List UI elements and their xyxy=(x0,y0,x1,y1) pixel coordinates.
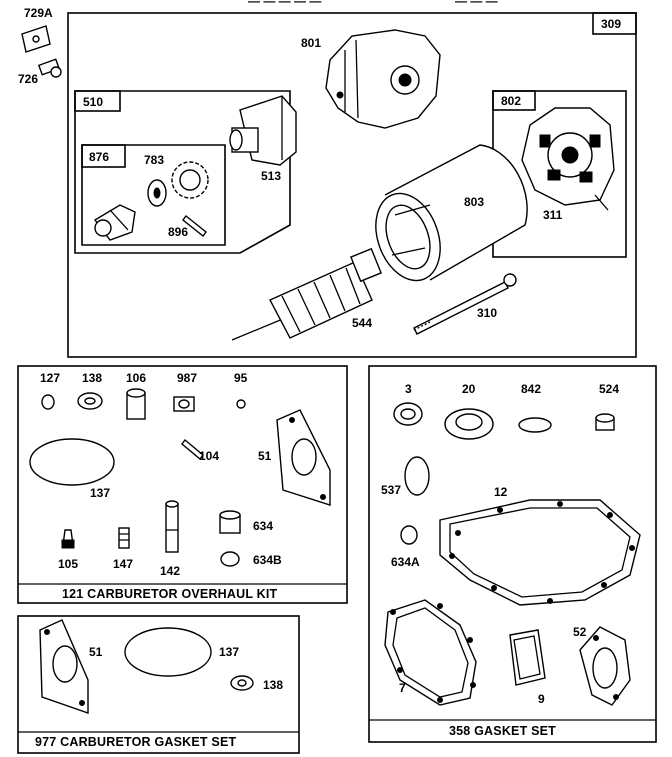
screw-95 xyxy=(236,399,246,409)
carburetor-overhaul-kit-box xyxy=(17,365,348,604)
callout-51-set: 51 xyxy=(89,645,103,659)
callout-127: 127 xyxy=(40,371,60,385)
callout-802: 802 xyxy=(501,94,521,108)
kit-title-gasket-set: 358 GASKET SET xyxy=(449,724,556,738)
pin-104 xyxy=(181,438,204,461)
gasket-9 xyxy=(509,629,546,686)
screw-147 xyxy=(118,527,130,549)
label-box-802 xyxy=(492,90,536,111)
pinion-gear-783 xyxy=(171,161,209,199)
callout-104: 104 xyxy=(199,449,219,463)
seal-634 xyxy=(219,510,241,534)
callout-9: 9 xyxy=(538,692,545,706)
callout-20: 20 xyxy=(462,382,476,396)
washer xyxy=(147,179,167,207)
callout-544: 544 xyxy=(352,316,372,330)
drive-housing-513 xyxy=(229,95,297,166)
callout-783: 783 xyxy=(144,153,164,167)
gasket-set-box xyxy=(368,365,657,743)
header-fragment-left: — — — — — xyxy=(248,0,321,8)
seal-138 xyxy=(77,392,103,410)
callout-142: 142 xyxy=(160,564,180,578)
callout-726: 726 xyxy=(18,72,38,86)
gasket-51 xyxy=(276,409,331,506)
callout-896: 896 xyxy=(168,225,188,239)
seal-127 xyxy=(41,394,55,410)
thru-bolt-310 xyxy=(413,273,517,335)
tube-142 xyxy=(165,500,179,553)
bushing-106 xyxy=(126,388,146,420)
callout-729A: 729A xyxy=(24,6,53,20)
callout-310: 310 xyxy=(477,306,497,320)
callout-524: 524 xyxy=(599,382,619,396)
o-ring-137-set xyxy=(124,627,212,677)
callout-510: 510 xyxy=(83,95,103,109)
label-box-309 xyxy=(592,12,637,35)
seal-138-set xyxy=(230,675,254,691)
callout-95: 95 xyxy=(234,371,248,385)
callout-876: 876 xyxy=(89,150,109,164)
bracket-729A xyxy=(21,25,51,53)
carburetor-gasket-set-box xyxy=(17,615,300,754)
seal-987 xyxy=(173,396,195,412)
armature-544 xyxy=(231,247,382,341)
starter-assembly-box xyxy=(67,12,637,358)
seal-634B xyxy=(220,551,240,567)
callout-634: 634 xyxy=(253,519,273,533)
callout-105: 105 xyxy=(58,557,78,571)
callout-311: 311 xyxy=(543,208,563,222)
callout-147: 147 xyxy=(113,557,133,571)
seal-20 xyxy=(444,408,494,440)
callout-513: 513 xyxy=(261,169,281,183)
end-cap-801 xyxy=(325,29,441,129)
plug-524 xyxy=(595,413,615,431)
callout-7: 7 xyxy=(399,681,406,695)
header-fragment-right: — — — xyxy=(455,0,498,8)
callout-12: 12 xyxy=(494,485,508,499)
o-ring-137 xyxy=(29,438,115,486)
callout-138-kit: 138 xyxy=(82,371,102,385)
callout-51-kit: 51 xyxy=(258,449,272,463)
seal-634A xyxy=(400,525,418,545)
o-ring-537 xyxy=(404,456,430,496)
label-box-510 xyxy=(74,90,121,112)
callout-138-set: 138 xyxy=(263,678,283,692)
callout-842: 842 xyxy=(521,382,541,396)
gasket-51-set xyxy=(39,619,89,714)
callout-803: 803 xyxy=(464,195,484,209)
callout-137-kit: 137 xyxy=(90,486,110,500)
label-box-876 xyxy=(81,144,126,168)
o-ring-842 xyxy=(518,417,552,433)
callout-987: 987 xyxy=(177,371,197,385)
callout-537: 537 xyxy=(381,483,401,497)
pinion-kit-box xyxy=(81,144,226,246)
pin-896 xyxy=(182,215,207,237)
callout-634B: 634B xyxy=(253,553,282,567)
callout-137-set: 137 xyxy=(219,645,239,659)
callout-309: 309 xyxy=(601,17,621,31)
cover-gasket-7 xyxy=(384,599,477,706)
drive-clutch xyxy=(93,204,136,241)
callout-52: 52 xyxy=(573,625,587,639)
callout-3: 3 xyxy=(405,382,412,396)
needle-105 xyxy=(61,529,75,549)
seal-3 xyxy=(393,402,423,426)
kit-title-carburetor-overhaul: 121 CARBURETOR OVERHAUL KIT xyxy=(62,587,278,601)
screw-726 xyxy=(37,58,62,78)
callout-106: 106 xyxy=(126,371,146,385)
crankcase-gasket-12 xyxy=(439,499,641,606)
motor-housing-803 xyxy=(375,144,528,282)
gasket-52 xyxy=(579,626,631,706)
kit-title-carburetor-gasket: 977 CARBURETOR GASKET SET xyxy=(35,735,236,749)
brush-plate-802 xyxy=(521,107,615,211)
callout-801: 801 xyxy=(301,36,321,50)
drive-assembly-box xyxy=(74,90,291,254)
callout-634A: 634A xyxy=(391,555,420,569)
